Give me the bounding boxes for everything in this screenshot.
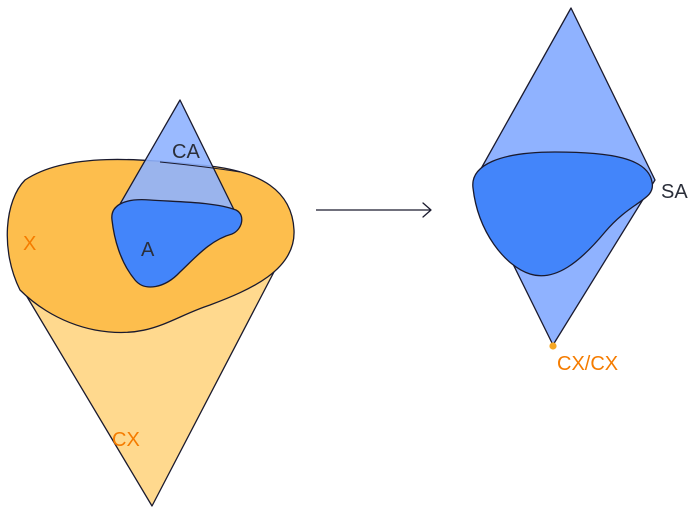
- blob-a: [111, 199, 243, 288]
- label-cx-over-cx: CX/CX: [557, 353, 618, 375]
- label-ca: CA: [172, 141, 200, 163]
- blob-x-upper-arc: [159, 161, 241, 173]
- right-figure: SA CX/CX: [472, 7, 688, 375]
- map-arrow: [316, 202, 432, 218]
- cone-point: [549, 342, 557, 350]
- left-figure: CA A X CX: [6, 99, 295, 507]
- label-a: A: [141, 239, 155, 261]
- blob-sa: [472, 151, 654, 277]
- label-x: X: [23, 233, 36, 255]
- label-sa: SA: [661, 181, 688, 203]
- label-cx: CX: [112, 429, 140, 451]
